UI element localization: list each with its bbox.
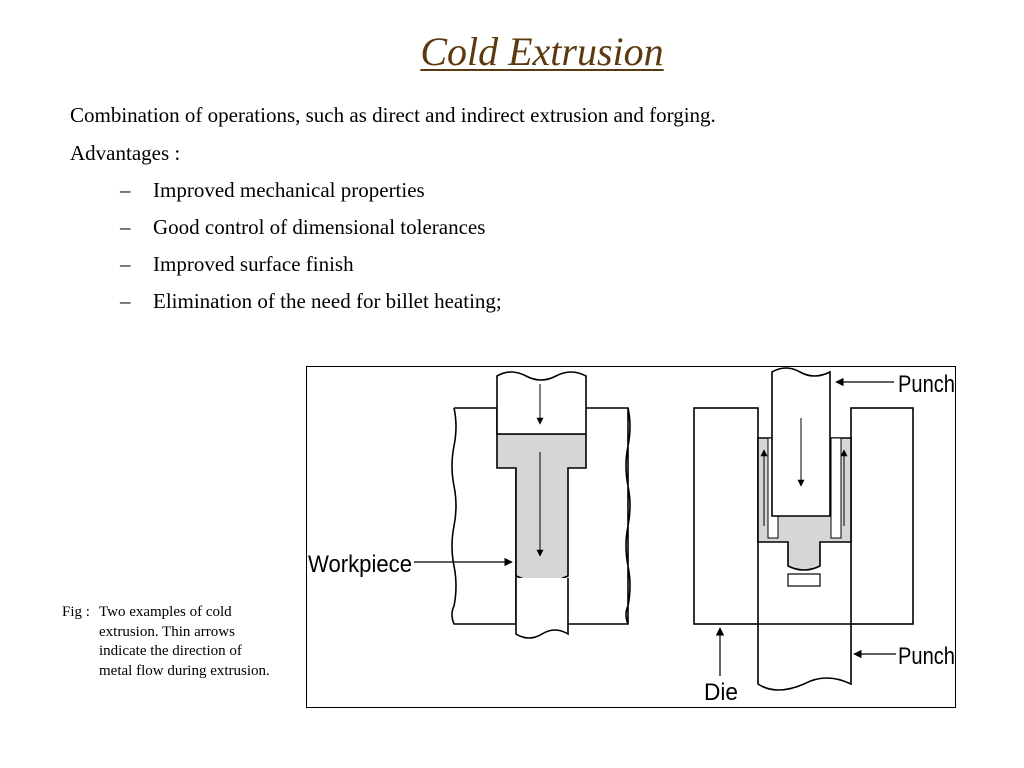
right-die-left bbox=[693, 407, 759, 625]
bullet-text: Elimination of the need for billet heati… bbox=[153, 289, 502, 313]
figure-caption: Fig : Two examples of cold extrusion. Th… bbox=[62, 603, 292, 681]
intro-text: Combination of operations, such as direc… bbox=[70, 103, 716, 127]
bullet-text: Improved surface finish bbox=[153, 252, 354, 276]
forward-extrusion-diagram bbox=[451, 371, 631, 639]
left-punch bbox=[496, 371, 587, 434]
left-extruded-rod bbox=[515, 578, 569, 639]
punch-top-label: Punch bbox=[898, 371, 955, 398]
slide-title: Cold Extrusion bbox=[420, 29, 664, 74]
right-die-right bbox=[850, 407, 914, 625]
cold-extrusion-figure: Punch Workpiece Die Punch bbox=[306, 366, 956, 708]
right-bottom-punch bbox=[757, 624, 852, 691]
advantages-label: Advantages : bbox=[70, 141, 181, 165]
workpiece-label: Workpiece bbox=[308, 551, 412, 578]
die-label: Die bbox=[704, 679, 738, 706]
backward-extrusion-diagram bbox=[693, 367, 914, 691]
bullet-dash: – bbox=[120, 178, 131, 202]
bullet-dash: – bbox=[120, 289, 131, 313]
caption-prefix: Fig : bbox=[62, 604, 90, 620]
bullet-dash: – bbox=[120, 252, 131, 276]
bullet-text: Good control of dimensional tolerances bbox=[153, 215, 486, 239]
bullet-text: Improved mechanical properties bbox=[153, 178, 425, 202]
punch-bottom-label: Punch bbox=[898, 643, 955, 670]
bullet-dash: – bbox=[120, 215, 131, 239]
caption-text: Two examples of cold extrusion. Thin arr… bbox=[99, 604, 270, 679]
